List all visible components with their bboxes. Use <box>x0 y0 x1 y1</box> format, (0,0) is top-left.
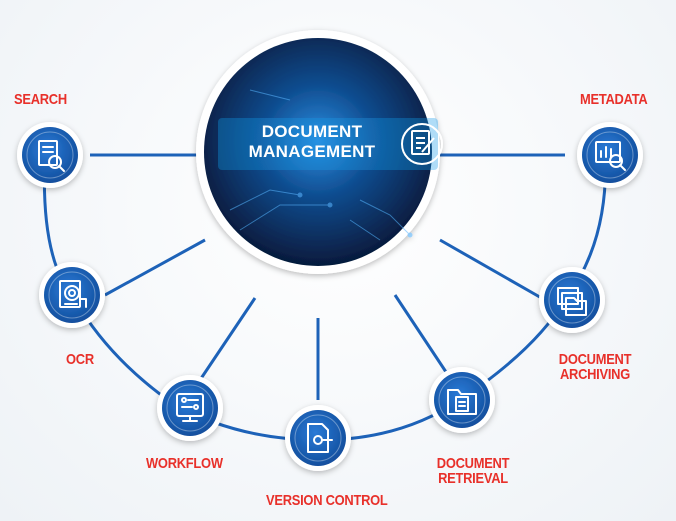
document-edit-icon <box>401 123 443 165</box>
document-key-icon <box>307 423 333 453</box>
retrieval-label-line1: DOCUMENT <box>436 455 510 472</box>
ocr-node <box>39 262 105 328</box>
archiving-label-line1: DOCUMENT <box>558 351 632 368</box>
document-archiving-node-fill <box>544 272 600 328</box>
hub-circle <box>196 30 443 274</box>
workflow-label: WORKFLOW <box>146 455 223 472</box>
archive-folders-icon <box>557 287 587 316</box>
workflow-node <box>157 375 223 441</box>
ocr-spoke <box>104 238 206 297</box>
version-control-node-inner-ring <box>294 414 342 462</box>
document-retrieval-node-inner-ring <box>438 376 486 424</box>
workflow-spoke <box>198 297 257 381</box>
search-label: SEARCH <box>14 91 67 108</box>
document-archiving-label: DOCUMENT ARCHIVING <box>543 352 646 382</box>
archiving-label-line2: ARCHIVING <box>559 366 631 383</box>
hub-title-line1: DOCUMENT <box>261 122 363 141</box>
search-node <box>17 122 83 188</box>
document-scan-icon <box>59 280 87 308</box>
hub-title-line2: MANAGEMENT <box>248 142 376 161</box>
document-folder-icon <box>447 389 477 415</box>
hub-banner <box>218 118 438 170</box>
document-archiving-node <box>539 267 605 333</box>
document-retrieval-label: DOCUMENT RETRIEVAL <box>426 456 521 486</box>
search-node-inner-ring <box>26 131 74 179</box>
archiving-spoke <box>439 238 546 302</box>
metadata-label: METADATA <box>580 91 648 108</box>
circuit-lines <box>229 89 413 241</box>
document-retrieval-node <box>429 367 495 433</box>
ocr-node-inner-ring <box>48 271 96 319</box>
document-retrieval-node-fill <box>434 372 490 428</box>
retrieval-spoke <box>393 294 452 379</box>
workflow-node-inner-ring <box>166 384 214 432</box>
ocr-label: OCR <box>66 351 94 368</box>
metadata-node-inner-ring <box>586 131 634 179</box>
node-group <box>17 122 643 471</box>
version-control-label: VERSION CONTROL <box>266 492 388 509</box>
document-search-icon <box>38 140 65 172</box>
hub-title: DOCUMENT MANAGEMENT <box>232 122 392 162</box>
retrieval-label-line2: RETRIEVAL <box>438 470 508 487</box>
document-archiving-node-inner-ring <box>548 276 596 324</box>
version-control-node-fill <box>290 410 346 466</box>
version-control-node <box>285 405 351 471</box>
search-node-fill <box>22 127 78 183</box>
data-analysis-icon <box>595 141 626 171</box>
metadata-node <box>577 122 643 188</box>
workflow-monitor-icon <box>176 393 204 422</box>
